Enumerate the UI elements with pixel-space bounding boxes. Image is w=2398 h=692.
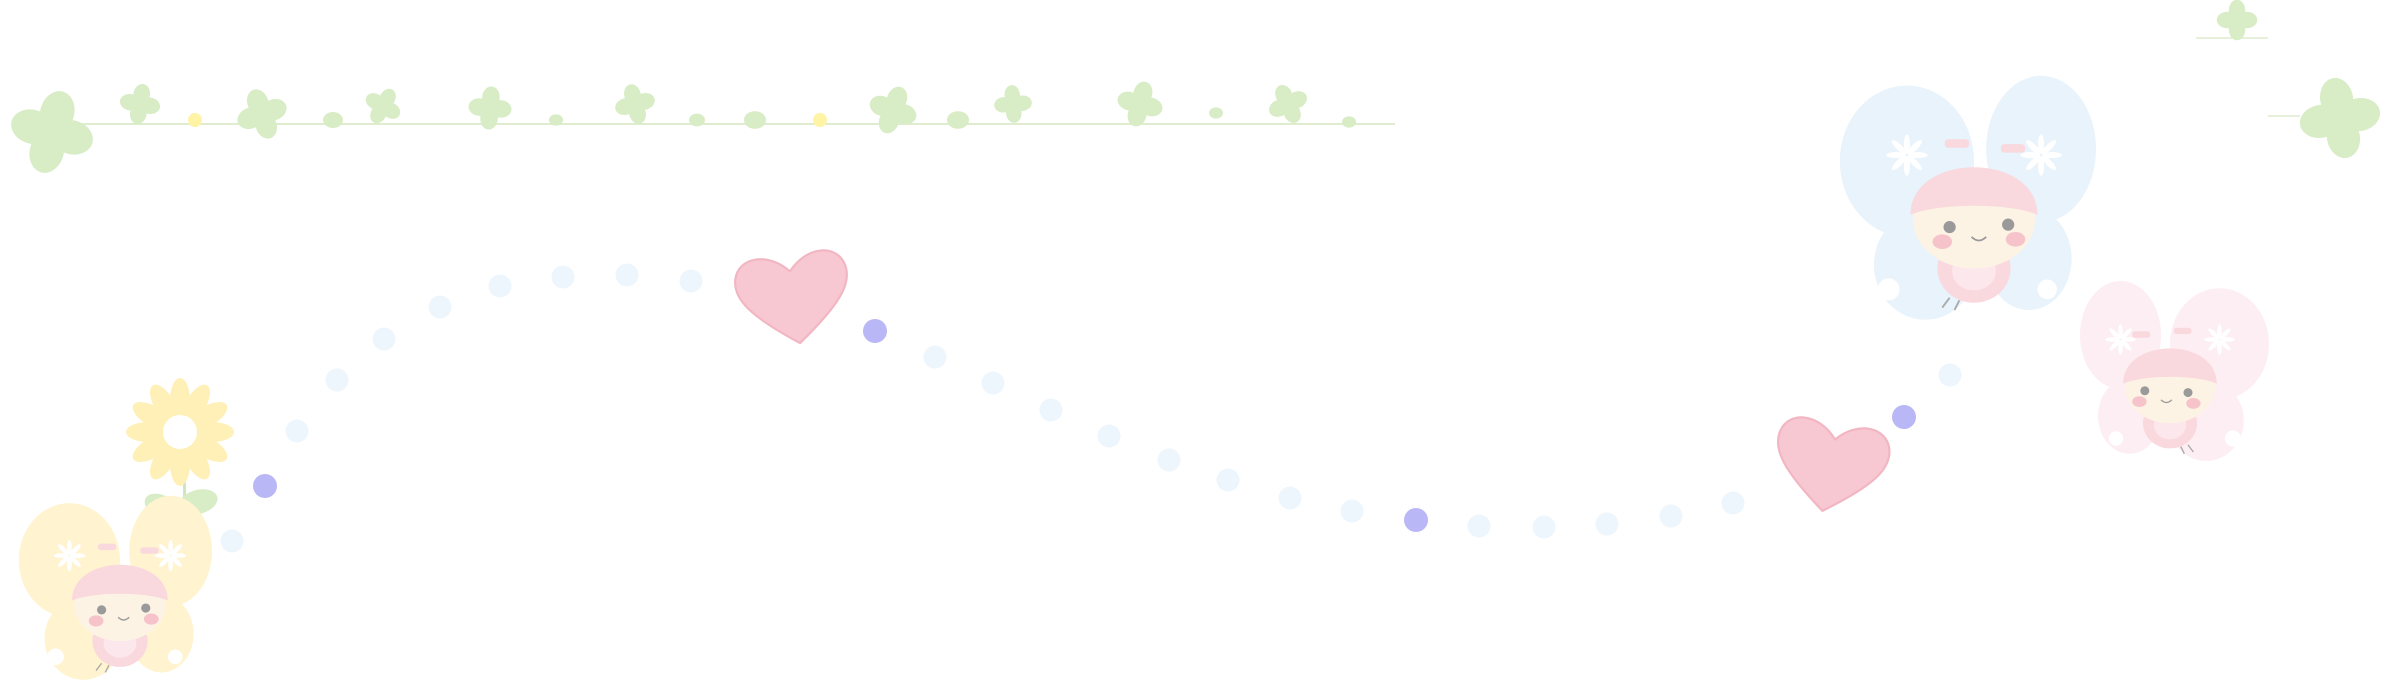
path-dot	[615, 263, 639, 287]
path-dot	[428, 295, 452, 319]
leaf-icon	[947, 111, 969, 129]
path-dot	[325, 368, 349, 392]
path-dot	[1938, 363, 1962, 387]
four-leaf-clover-icon	[0, 80, 104, 184]
leaf-icon	[323, 112, 343, 128]
four-leaf-clover-icon	[116, 80, 164, 128]
path-dot	[1532, 515, 1556, 539]
four-leaf-clover-icon	[229, 81, 295, 147]
clover-cluster-right	[2196, 0, 2387, 165]
path-dot	[1404, 508, 1428, 532]
leaf-icon	[549, 114, 563, 126]
path-dot	[981, 371, 1005, 395]
path-dot	[1157, 448, 1181, 472]
leaf-icon	[744, 111, 766, 129]
heart-icon	[730, 246, 857, 352]
path-dot	[551, 265, 575, 289]
butterfly-fairy-icon	[18, 495, 212, 680]
four-leaf-clover-icon	[610, 79, 660, 129]
path-dot	[1340, 499, 1364, 523]
path-dot	[372, 327, 396, 351]
berry-icon	[813, 113, 827, 127]
leaf-icon	[689, 113, 705, 127]
path-dot	[1278, 486, 1302, 510]
path-dot	[1039, 398, 1063, 422]
four-leaf-clover-icon	[2216, 0, 2258, 41]
path-dot	[923, 345, 947, 369]
path-dot	[285, 419, 309, 443]
butterfly-fairy-icon	[1839, 75, 2096, 320]
four-leaf-clover-icon	[861, 78, 925, 142]
path-dot	[1659, 504, 1683, 528]
path-dot	[1721, 491, 1745, 515]
path-dot	[1467, 514, 1491, 538]
path-dot	[1595, 512, 1619, 536]
leaf-icon	[1342, 116, 1356, 128]
four-leaf-clover-icon	[2293, 71, 2387, 165]
four-leaf-clover-icon	[1261, 77, 1315, 131]
path-dot	[863, 319, 887, 343]
butterfly-fairy-icon	[2080, 281, 2269, 461]
path-dot	[1892, 405, 1916, 429]
berry-icon	[188, 113, 202, 127]
four-leaf-clover-icon	[992, 83, 1034, 125]
leaf-icon	[1209, 107, 1223, 119]
path-dot	[679, 269, 703, 293]
heart-icon	[1766, 412, 1895, 522]
dotted-path	[220, 263, 1962, 553]
clover-vine	[0, 75, 1395, 184]
path-dot	[488, 274, 512, 298]
path-dot	[1216, 468, 1240, 492]
path-dot	[1097, 424, 1121, 448]
hearts	[730, 246, 1895, 522]
path-dot	[220, 529, 244, 553]
path-dot	[253, 474, 277, 498]
